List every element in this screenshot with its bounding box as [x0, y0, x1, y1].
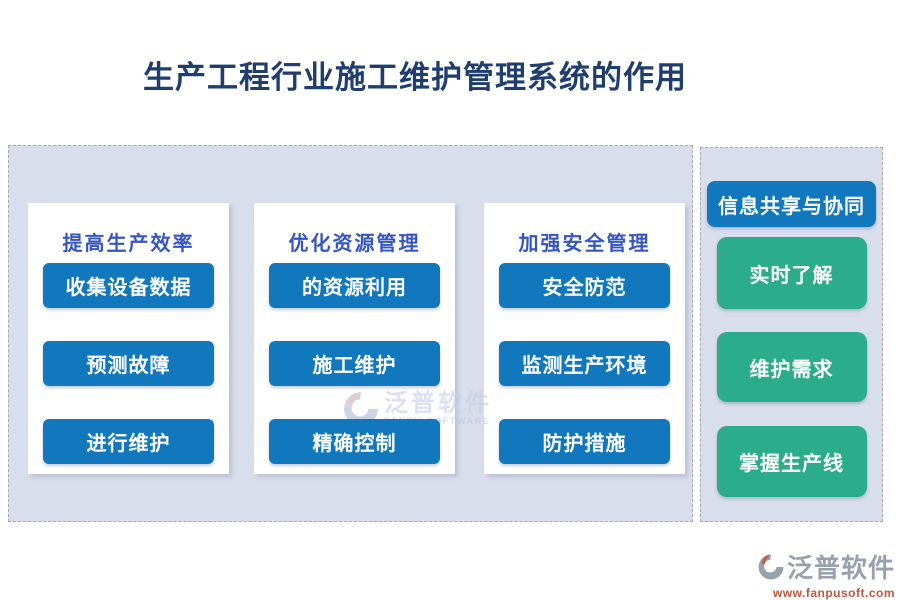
button-precise-control[interactable]: 精确控制 — [269, 419, 440, 464]
page-title: 生产工程行业施工维护管理系统的作用 — [143, 60, 687, 96]
button-perform-maintenance[interactable]: 进行维护 — [43, 419, 214, 464]
footer-url[interactable]: www.fanpusoft.com — [772, 586, 895, 600]
fanpu-logo-icon — [344, 392, 378, 426]
column-header: 优化资源管理 — [288, 231, 421, 255]
column-strengthen-safety: 加强安全管理 安全防范 监测生产环境 防护措施 — [484, 203, 685, 474]
column-optimize-resources: 优化资源管理 的资源利用 施工维护 精确控制 — [254, 203, 455, 474]
button-collect-device-data[interactable]: 收集设备数据 — [43, 263, 214, 308]
column-header: 提高生产效率 — [62, 231, 195, 255]
button-maintenance-needs[interactable]: 维护需求 — [716, 332, 867, 402]
button-info-sharing-collaboration[interactable]: 信息共享与协同 — [707, 181, 876, 227]
footer-brand: 泛普软件 — [786, 554, 895, 584]
column-improve-efficiency: 提高生产效率 收集设备数据 预测故障 进行维护 — [28, 203, 229, 474]
button-monitor-environment[interactable]: 监测生产环境 — [499, 341, 670, 386]
button-protective-measures[interactable]: 防护措施 — [499, 419, 670, 464]
footer-brand-row: 泛普软件 — [745, 548, 895, 585]
watermark-brand: 泛普软件 — [384, 388, 492, 417]
fanpu-footer-logo: 泛普软件 www.fanpusoft.com — [745, 548, 895, 600]
button-realtime-understanding[interactable]: 实时了解 — [716, 237, 867, 309]
main-panel: 提高生产效率 收集设备数据 预测故障 进行维护 优化资源管理 的资源利用 施工维… — [8, 145, 693, 522]
button-predict-failure[interactable]: 预测故障 — [43, 341, 214, 386]
button-construction-maintenance[interactable]: 施工维护 — [269, 341, 440, 386]
fanpu-logo-icon — [758, 554, 784, 579]
side-panel: 信息共享与协同 实时了解 维护需求 掌握生产线 — [700, 147, 883, 522]
button-resource-utilization[interactable]: 的资源利用 — [269, 263, 440, 308]
button-safety-precaution[interactable]: 安全防范 — [499, 263, 670, 308]
column-header: 加强安全管理 — [518, 231, 651, 255]
button-grasp-production-line[interactable]: 掌握生产线 — [716, 426, 867, 497]
